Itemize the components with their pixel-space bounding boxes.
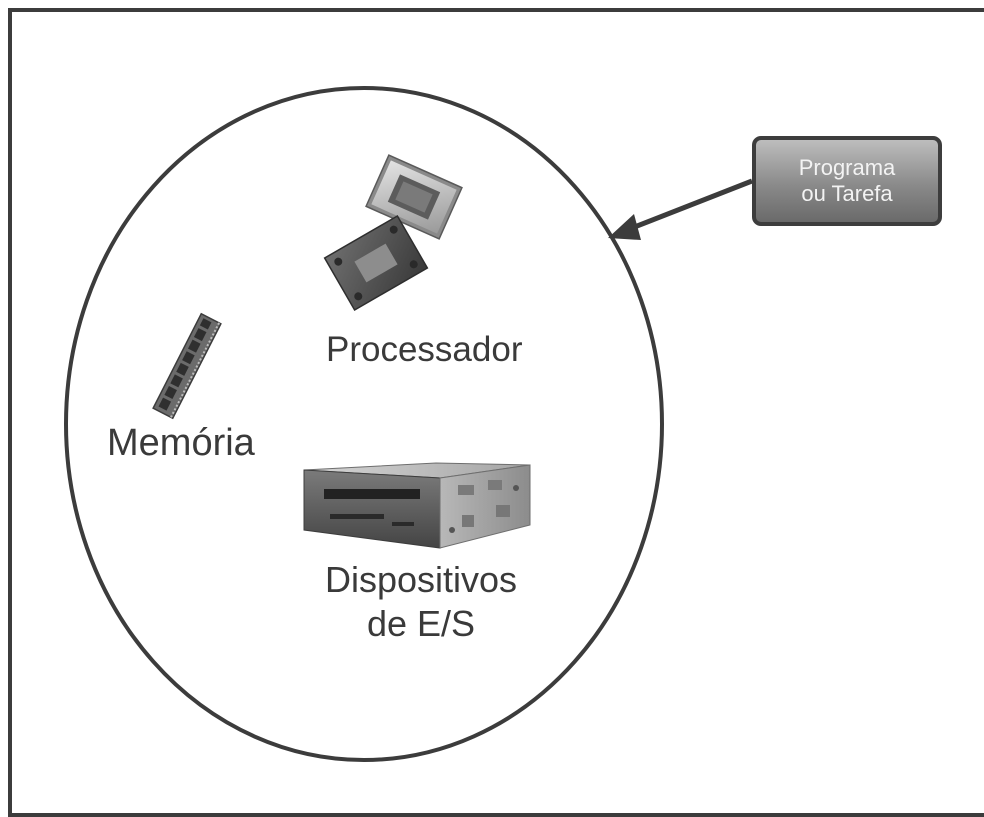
program-task-line1: Programa xyxy=(798,155,896,180)
arrow-icon xyxy=(608,178,753,240)
io-devices-label-line1: Dispositivos xyxy=(324,559,518,600)
cpu-chip-icon xyxy=(323,214,429,312)
processor-label: Processador xyxy=(326,330,523,369)
memory-module-icon xyxy=(152,312,222,420)
io-devices-label: Dispositivos de E/S xyxy=(296,558,546,646)
program-task-line2: ou Tarefa xyxy=(801,181,893,206)
io-devices-label-line2: de E/S xyxy=(366,603,476,644)
tape-drive-icon xyxy=(303,462,531,549)
program-task-box: Programa ou Tarefa xyxy=(752,136,942,226)
memory-label: Memória xyxy=(107,422,255,464)
cpu-chip-icon xyxy=(365,154,463,240)
task-boundary-ellipse xyxy=(64,86,664,762)
